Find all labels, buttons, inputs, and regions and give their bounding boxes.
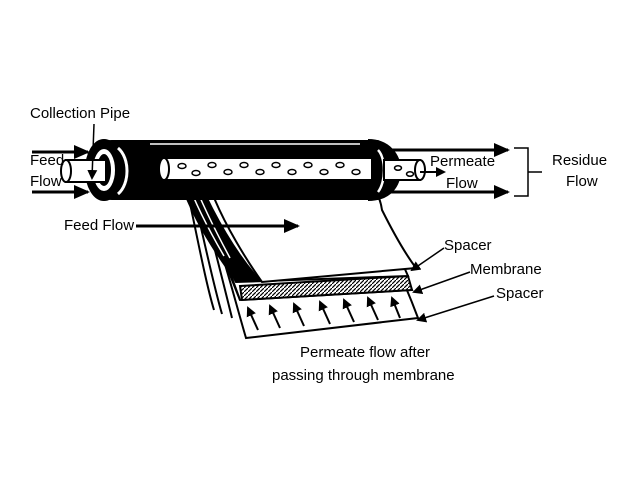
collection-pipe-leader (87, 123, 98, 180)
spacer-top-label: Spacer (444, 237, 492, 254)
permeate-after-label-line2: passing through membrane (272, 367, 455, 384)
collection-pipe-label: Collection Pipe (30, 105, 130, 122)
collection-pipe (60, 157, 426, 183)
feed-flow-center-label: Feed Flow (64, 217, 134, 234)
spacer-bottom-label: Spacer (496, 285, 544, 302)
feed-flow-left-arrows (32, 145, 90, 199)
feed-flow-left-label-line2: Flow (30, 173, 62, 190)
permeate-up-arrows (246, 296, 401, 331)
membrane-label: Membrane (470, 261, 542, 278)
residue-flow-label-line1: Residue (552, 152, 607, 169)
permeate-after-label-line1: Permeate flow after (300, 344, 430, 361)
pipe-perforations (177, 161, 415, 177)
feed-flow-left-label-line1: Feed (30, 152, 64, 169)
layer-leader-lines (410, 247, 495, 323)
permeate-flow-label-line1: Permeate (430, 153, 495, 170)
permeate-flow-label-line2: Flow (446, 175, 478, 192)
residue-flow-arrows (388, 143, 510, 199)
residue-bracket (514, 147, 542, 197)
residue-flow-label-line2: Flow (566, 173, 598, 190)
